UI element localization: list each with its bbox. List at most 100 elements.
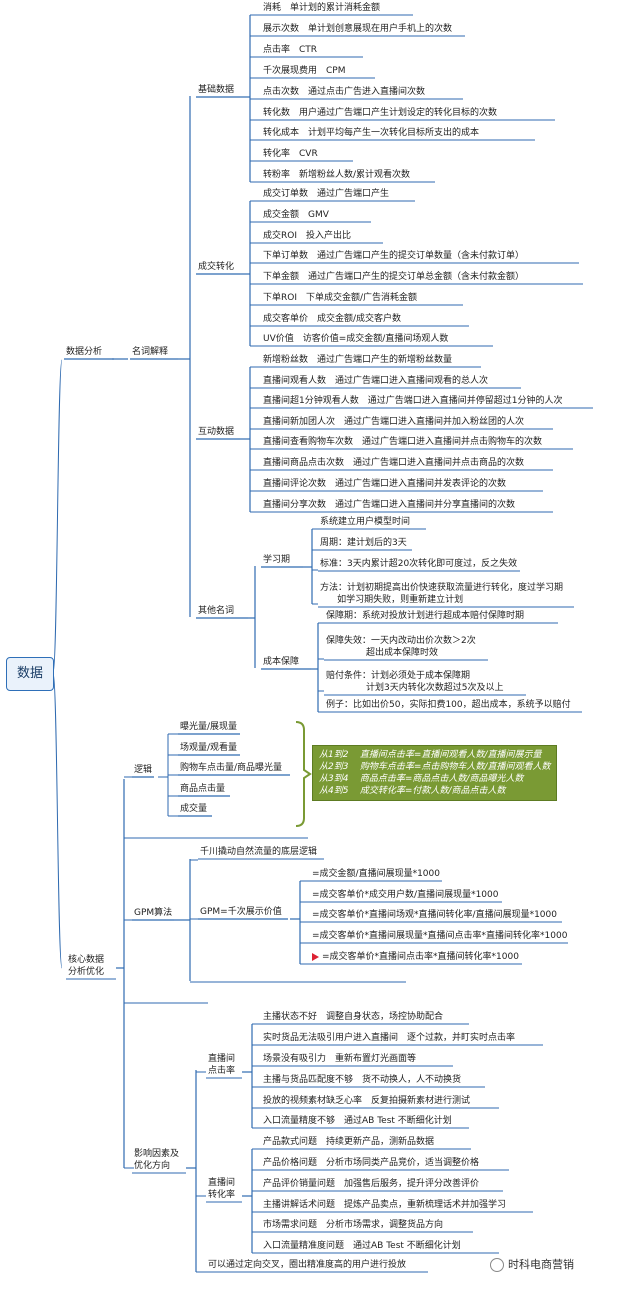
- node-term-explanation[interactable]: 名词解释: [132, 347, 169, 357]
- root-node[interactable]: 数据: [6, 657, 54, 691]
- conv-factor-item[interactable]: 产品款式问题持续更新产品，测新品数据: [263, 1136, 434, 1148]
- basic-data-item[interactable]: 点击率 CTR: [263, 44, 317, 56]
- node-interaction-data[interactable]: 互动数据: [198, 427, 235, 437]
- interact-item[interactable]: 直播间商品点击次数通过广告端口进入直播间并点击商品的次数: [263, 457, 524, 469]
- node-logic[interactable]: 逻辑: [134, 765, 153, 775]
- conv-factor-item-term: 市场需求问题: [263, 1220, 318, 1230]
- click-factor-item[interactable]: 投放的视频素材缺乏心率反复拍摄新素材进行测试: [263, 1095, 470, 1107]
- node-basic-data[interactable]: 基础数据: [198, 85, 235, 95]
- deal-item[interactable]: UV价值访客价值=成交金额/直播间场观人数: [263, 333, 448, 345]
- protect-item[interactable]: 保障期：系统对投放计划进行超成本赔付保障时期: [326, 611, 525, 621]
- gpm-formula-item[interactable]: =成交金额/直播间展现量*1000: [312, 869, 440, 879]
- logic-item[interactable]: 商品点击量: [180, 784, 226, 794]
- basic-data-item-term: 点击率: [263, 45, 291, 55]
- conv-factor-item[interactable]: 产品价格问题分析市场同类产品竞价，适当调整价格: [263, 1157, 479, 1169]
- conv-factor-item[interactable]: 入口流量精准度问题通过AB Test 不断细化计划: [263, 1240, 461, 1252]
- deal-item[interactable]: 成交客单价成交金额/成交客户数: [263, 313, 401, 325]
- interact-item-term: 直播间新加团人次: [263, 417, 336, 427]
- branch-data-analysis[interactable]: 数据分析: [66, 347, 103, 357]
- node-deal-conversion[interactable]: 成交转化: [198, 262, 235, 272]
- click-factor-item[interactable]: 入口流量精度不够通过AB Test 不断细化计划: [263, 1115, 452, 1127]
- gpm-formula-item[interactable]: =成交客单价*直播间场观*直播间转化率/直播间展现量*1000: [312, 910, 557, 920]
- interact-item[interactable]: 直播间分享次数通过广告端口进入直播间并分享直播间的次数: [263, 499, 515, 511]
- conv-factor-item-term: 主播讲解话术问题: [263, 1200, 336, 1210]
- deal-item-term: 下单金额: [263, 272, 300, 282]
- conv-factor-item[interactable]: 市场需求问题分析市场需求，调整货品方向: [263, 1219, 443, 1231]
- gpm-formula-item[interactable]: =成交客单价*直播间展现量*直播间点击率*直播间转化率*1000: [312, 931, 568, 941]
- basic-data-item-desc: CVR: [299, 149, 318, 159]
- basic-data-item-desc: CTR: [299, 45, 318, 55]
- interact-item[interactable]: 直播间查看购物车次数通过广告端口进入直播间并点击购物车的次数: [263, 436, 542, 448]
- click-factor-item[interactable]: 场景没有吸引力重新布置灯光画面等: [263, 1053, 416, 1065]
- deal-item[interactable]: 下单金额通过广告端口产生的提交订单总金额（含未付款金额）: [263, 271, 524, 283]
- basic-data-item[interactable]: 转化成本计划平均每产生一次转化目标所支出的成本: [263, 127, 479, 139]
- deal-item-term: UV价值: [263, 334, 294, 344]
- node-other-terms[interactable]: 其他名词: [198, 606, 235, 616]
- interact-item[interactable]: 直播间超1分钟观看人数通过广告端口进入直播间并停留超过1分钟的人次: [263, 395, 562, 407]
- gpm-formula-item[interactable]: =成交客单价*直播间点击率*直播间转化率*1000: [322, 952, 519, 962]
- learn-item[interactable]: 系统建立用户模型时间: [320, 517, 411, 527]
- basic-data-item[interactable]: 转化数用户通过广告端口产生计划设定的转化目标的次数: [263, 107, 497, 119]
- click-factor-item-desc: 逐个过款，并盯实时点击率: [407, 1033, 516, 1043]
- logic-item[interactable]: 成交量: [180, 804, 208, 814]
- basic-data-item[interactable]: 点击次数通过点击广告进入直播间次数: [263, 86, 425, 98]
- node-factors[interactable]: 影响因素及 优化方向: [134, 1149, 180, 1171]
- basic-data-item[interactable]: 展示次数单计划创意展现在用户手机上的次数: [263, 23, 452, 35]
- node-gpm[interactable]: GPM算法: [134, 908, 173, 918]
- interact-item[interactable]: 直播间评论次数通过广告端口进入直播间并发表评论的次数: [263, 478, 506, 490]
- gpm-base[interactable]: 千川撬动自然流量的底层逻辑: [200, 847, 318, 857]
- deal-item-term: 成交客单价: [263, 314, 309, 324]
- basic-data-item[interactable]: 转粉率新增粉丝人数/累计观看次数: [263, 169, 410, 181]
- conv-factor-item-term: 产品款式问题: [263, 1137, 318, 1147]
- node-paid-core[interactable]: [134, 825, 143, 837]
- logic-item[interactable]: 场观量/观看量: [180, 743, 238, 753]
- protect-item[interactable]: 赔付条件：计划必须处于成本保障期 计划3天内转化次数超过5次及以上: [326, 671, 504, 693]
- conv-factor-item[interactable]: 产品评价销量问题加强售后服务，提升评分改善评价: [263, 1178, 479, 1190]
- interact-item[interactable]: 直播间新加团人次通过广告端口进入直播间并加入粉丝团的人次: [263, 416, 524, 428]
- branch-core-optimization[interactable]: 核心数据 分析优化: [68, 955, 105, 977]
- gpm-formula-item[interactable]: =成交客单价*成交用户数/直播间展现量*1000: [312, 890, 499, 900]
- factor-targeting-note[interactable]: 可以通过定向交叉，圈出精准度高的用户进行投放: [208, 1260, 407, 1270]
- protect-item[interactable]: 保障失效：一天内改动出价次数＞2次 超出成本保障时效: [326, 636, 476, 658]
- protect-item[interactable]: 例子：比如出价50，实际扣费100，超出成本，系统予以赔付: [326, 700, 571, 710]
- deal-item[interactable]: 成交订单数通过广告端口产生: [263, 188, 389, 200]
- connector-curve: [52, 672, 63, 969]
- basic-data-item-desc: 单计划的累计消耗金额: [290, 3, 381, 13]
- interact-item-desc: 通过广告端口产生的新增粉丝数量: [317, 355, 453, 365]
- deal-item-term: 成交ROI: [263, 231, 297, 241]
- interact-item[interactable]: 直播间观看人数通过广告端口进入直播间观看的总人次: [263, 375, 488, 387]
- deal-item[interactable]: 下单订单数通过广告端口产生的提交订单数量（含未付款订单）: [263, 250, 524, 262]
- node-learning-period[interactable]: 学习期: [263, 555, 291, 565]
- deal-item-desc: 通过广告端口产生的提交订单数量（含未付款订单）: [317, 251, 525, 261]
- deal-item-desc: 通过广告端口产生的提交订单总金额（含未付款金额）: [308, 272, 525, 282]
- click-factor-item-desc: 调整自身状态，场控协助配合: [326, 1012, 444, 1022]
- interact-item[interactable]: 新增粉丝数通过广告端口产生的新增粉丝数量: [263, 354, 452, 366]
- learn-item[interactable]: 标准：3天内累计超20次转化即可度过，反之失效: [320, 559, 518, 569]
- learn-item[interactable]: 方法：计划初期提高出价快速获取流量进行转化，度过学习期 如学习期失败，则重新建立…: [320, 583, 564, 605]
- node-click-rate[interactable]: 直播间 点击率: [208, 1054, 236, 1076]
- node-cost-guarantee[interactable]: 成本保障: [263, 657, 300, 667]
- learn-item[interactable]: 周期：建计划后的3天: [320, 538, 407, 548]
- click-factor-item[interactable]: 实时货品无法吸引用户进入直播间逐个过款，并盯实时点击率: [263, 1032, 515, 1044]
- basic-data-item[interactable]: 消耗单计划的累计消耗金额: [263, 2, 380, 14]
- click-factor-item-desc: 反复拍摄新素材进行测试: [371, 1096, 471, 1106]
- logic-item[interactable]: 购物车点击量/商品曝光量: [180, 763, 283, 773]
- node-conversion-rate[interactable]: 直播间 转化率: [208, 1178, 236, 1200]
- conv-factor-item-desc: 分析市场同类产品竞价，适当调整价格: [326, 1158, 480, 1168]
- logic-item[interactable]: 曝光量/展现量: [180, 722, 238, 732]
- gpm-judge[interactable]: [200, 969, 209, 981]
- deal-item-term: 成交订单数: [263, 189, 309, 199]
- click-factor-item[interactable]: 主播与货品匹配度不够货不动换人，人不动换货: [263, 1074, 461, 1086]
- basic-data-item-term: 展示次数: [263, 24, 300, 34]
- node-roi[interactable]: [134, 990, 143, 1002]
- click-factor-item[interactable]: 主播状态不好调整自身状态，场控协助配合: [263, 1011, 443, 1023]
- conv-factor-item[interactable]: 主播讲解话术问题提炼产品卖点，重新梳理话术并加强学习: [263, 1199, 506, 1211]
- node-gpm-formula[interactable]: GPM=千次展示价值: [200, 907, 282, 917]
- basic-data-item-term: 转化成本: [263, 128, 300, 138]
